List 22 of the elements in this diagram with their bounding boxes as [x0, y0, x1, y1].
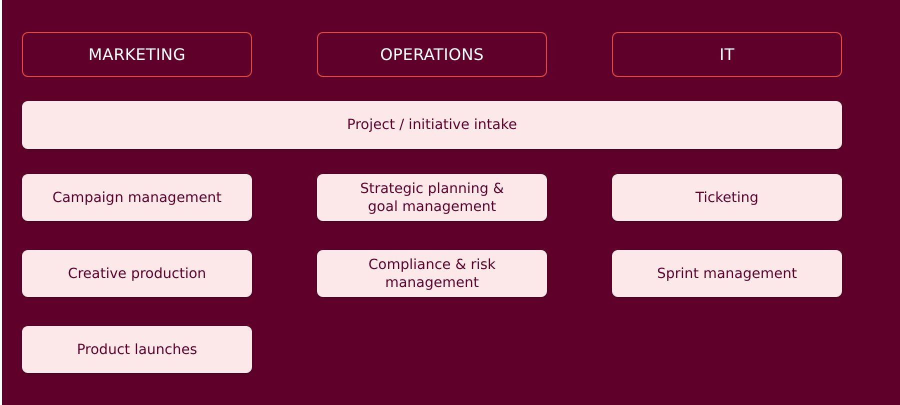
- column-header: [612, 32, 842, 77]
- box-text: Product launches: [76, 340, 198, 358]
- process-box: [317, 174, 547, 221]
- process-box: [22, 174, 252, 221]
- box-text: Project / initiative intake: [347, 116, 517, 134]
- box-text: Campaign management: [52, 188, 222, 206]
- box-text: Compliance & risk management: [367, 256, 497, 292]
- header-text: MARKETING: [88, 45, 186, 64]
- process-box: [22, 101, 842, 149]
- box-text: Strategic planning & goal management: [359, 180, 505, 216]
- process-box: [317, 250, 547, 297]
- column-header: [317, 32, 547, 77]
- process-box: [22, 326, 252, 373]
- process-box: [22, 250, 252, 297]
- header-text: IT: [720, 45, 734, 64]
- process-box: [612, 250, 842, 297]
- header-text: OPERATIONS: [380, 45, 484, 64]
- box-text: Sprint management: [656, 264, 797, 282]
- box-text: Ticketing: [695, 188, 759, 206]
- process-box: [612, 174, 842, 221]
- box-text: Creative production: [68, 264, 206, 282]
- column-header: [22, 32, 252, 77]
